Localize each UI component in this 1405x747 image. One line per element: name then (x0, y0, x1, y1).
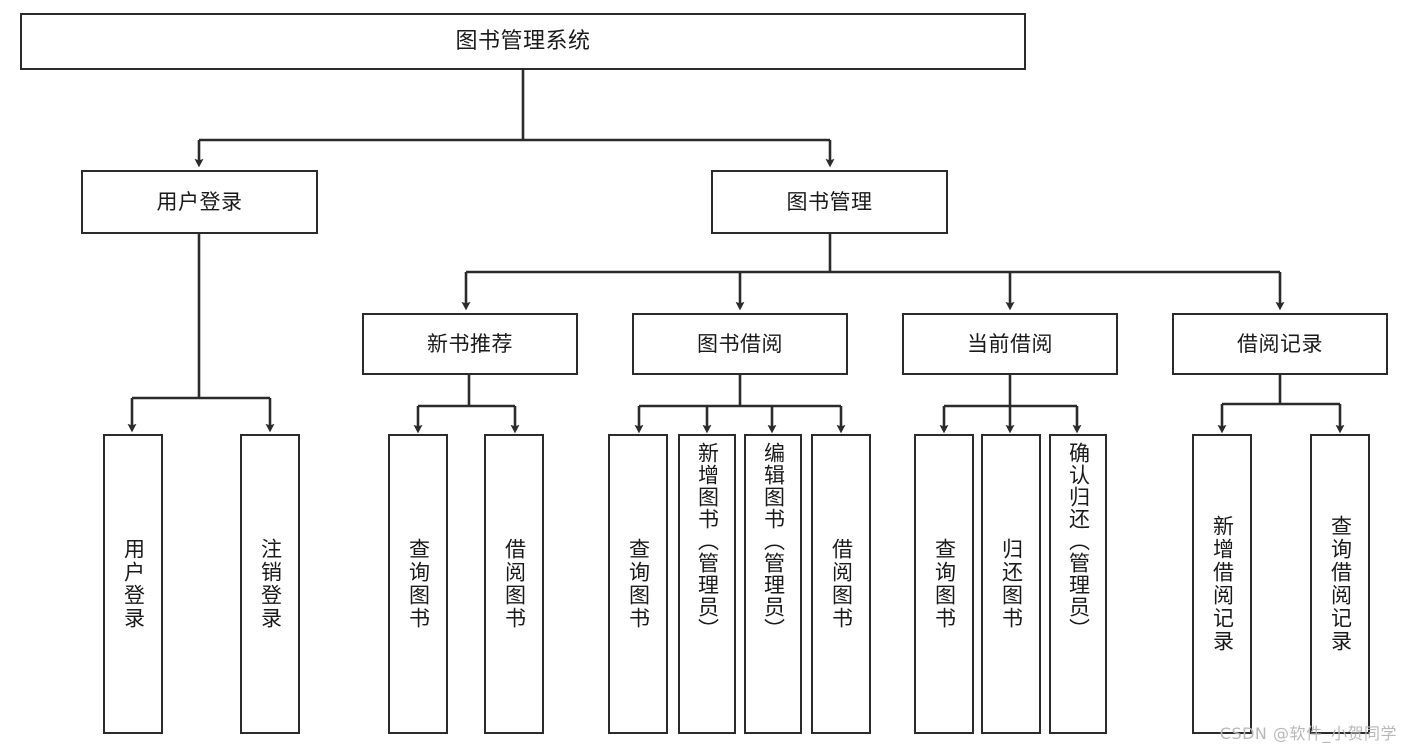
leaf-return-book[interactable]: 归还图书 (981, 434, 1041, 734)
node-label: 新增借阅记录 (1210, 515, 1235, 653)
node-label: 查询借阅记录 (1328, 515, 1353, 653)
node-label: 用户登录 (121, 538, 146, 630)
leaf-logout-login[interactable]: 注销登录 (240, 434, 300, 734)
node-label: 借阅图书 (502, 538, 527, 630)
node-user-login[interactable]: 用户登录 (81, 170, 318, 234)
leaf-add-borrow-record[interactable]: 新增借阅记录 (1192, 434, 1252, 734)
leaf-borrow-book-borrow[interactable]: 借阅图书 (811, 434, 871, 734)
node-label: 借阅记录 (1237, 331, 1323, 356)
node-label: 新增图书（管理员） (695, 442, 720, 640)
node-label: 当前借阅 (967, 331, 1053, 356)
leaf-confirm-return-admin[interactable]: 确认归还（管理员） (1049, 434, 1107, 734)
node-book-borrow[interactable]: 图书借阅 (632, 313, 848, 375)
node-label: 查询图书 (626, 538, 651, 630)
leaf-query-book-recommend[interactable]: 查询图书 (388, 434, 448, 734)
node-label: 图书管理系统 (455, 28, 591, 54)
leaf-borrow-book-recommend[interactable]: 借阅图书 (484, 434, 544, 734)
node-new-book-recommend[interactable]: 新书推荐 (362, 313, 578, 375)
node-label: 用户登录 (156, 189, 243, 214)
leaf-query-book-borrow[interactable]: 查询图书 (608, 434, 668, 734)
leaf-edit-book-admin[interactable]: 编辑图书（管理员） (744, 434, 802, 734)
leaf-add-book-admin[interactable]: 新增图书（管理员） (678, 434, 736, 734)
node-label: 查询图书 (932, 538, 957, 630)
node-label: 确认归还（管理员） (1066, 442, 1091, 640)
node-label: 注销登录 (258, 538, 283, 630)
node-root-system[interactable]: 图书管理系统 (20, 13, 1026, 70)
leaf-user-login[interactable]: 用户登录 (103, 434, 163, 734)
leaf-query-book-current[interactable]: 查询图书 (914, 434, 974, 734)
node-borrow-record[interactable]: 借阅记录 (1172, 313, 1388, 375)
node-book-management[interactable]: 图书管理 (711, 170, 948, 234)
csdn-watermark: CSDN @软件_小贺同学 (1219, 724, 1397, 743)
node-label: 查询图书 (406, 538, 431, 630)
node-label: 借阅图书 (829, 538, 854, 630)
leaf-query-borrow-record[interactable]: 查询借阅记录 (1310, 434, 1370, 734)
node-label: 图书管理 (786, 189, 873, 214)
node-label: 归还图书 (999, 538, 1024, 630)
node-current-borrow[interactable]: 当前借阅 (902, 313, 1118, 375)
node-label: 新书推荐 (427, 331, 513, 356)
node-label: 编辑图书（管理员） (761, 442, 786, 640)
node-label: 图书借阅 (697, 331, 783, 356)
